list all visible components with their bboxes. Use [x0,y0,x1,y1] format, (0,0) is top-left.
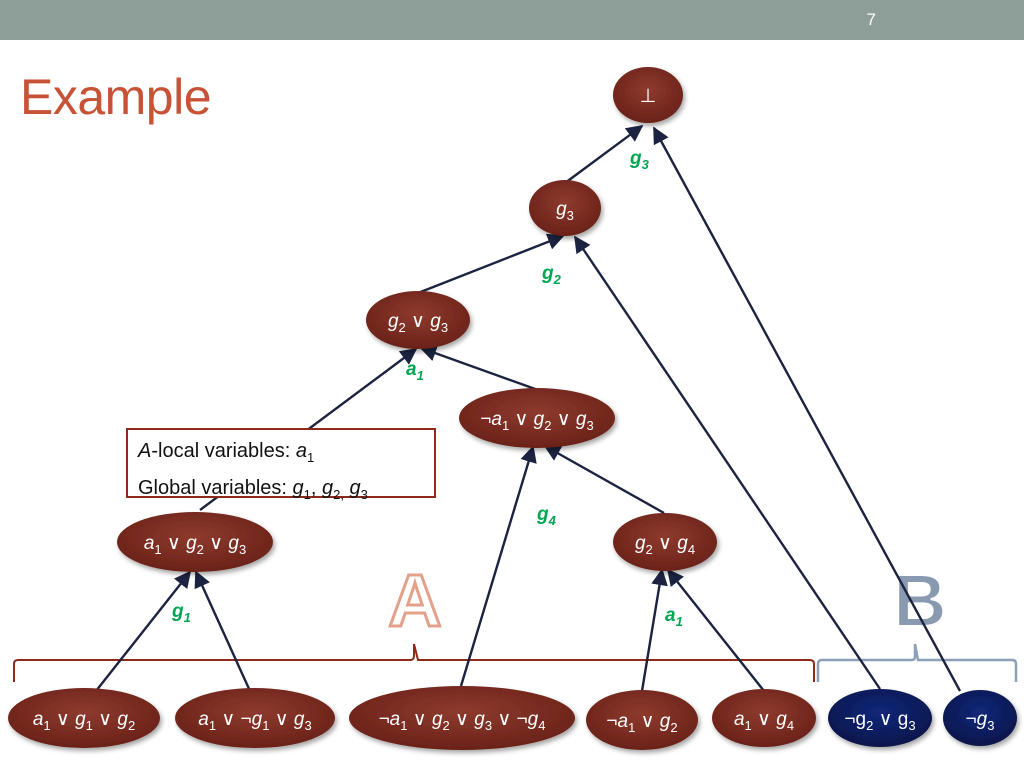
clause-a1-g4: a1 ∨ g4 [712,689,816,747]
edges [95,125,962,692]
edge-notg2g3-to-g3 [574,235,881,690]
edge-label-a1-bottom: a1 [665,605,683,629]
edge-g2g4-to-na1 [543,444,665,515]
variables-legend: A-local variables: a1 Global variables: … [126,428,436,502]
edge-label-a1-top: a1 [406,359,424,383]
node-na1-or-g2-or-g3: ¬a1 ∨ g2 ∨ g3 [459,388,615,448]
legend-global-line: Global variables: g1, g2, g3 [138,477,368,502]
edge-g3-to-bottom [564,125,644,184]
partition-label-a: A [388,559,441,642]
clause-ng3: ¬g3 [943,690,1017,746]
node-g3-label: g3 [556,199,574,223]
top-bar: 7 [0,0,1024,40]
edge-na1-to-g2g3 [419,345,539,392]
edge-c4-to-g2g4 [640,568,668,692]
node-g2-or-g4-label: g2 ∨ g4 [635,533,695,557]
clause-na1-g2-label: ¬a1 ∨ g2 [606,711,677,735]
clause-ng2-g3: ¬g2 ∨ g3 [828,689,932,747]
legend-local-line: A-local variables: a1 [138,440,315,465]
clause-na1-g2-g3-ng4-label: ¬a1 ∨ g2 ∨ g3 ∨ ¬g4 [379,709,546,733]
node-a1-or-g2-or-g3-label: a1 ∨ g2 ∨ g3 [144,533,246,557]
slide-number: 7 [866,10,876,29]
node-a1-or-g2-or-g3: a1 ∨ g2 ∨ g3 [117,512,273,572]
partition-label-b: B [893,559,946,642]
clause-a1-g1-g2: a1 ∨ g1 ∨ g2 [8,688,160,748]
slide-title: Example [20,69,212,125]
edge-c2-to-a1g2g3 [194,570,252,692]
node-g2-or-g3-label: g2 ∨ g3 [388,311,448,335]
node-bottom-label: ⊥ [640,86,657,107]
edge-notg3-to-bottom [652,126,962,692]
clause-a1-g4-label: a1 ∨ g4 [734,709,794,733]
node-na1-or-g2-or-g3-label: ¬a1 ∨ g2 ∨ g3 [480,409,593,433]
clause-ng3-label: ¬g3 [966,709,995,733]
node-g2-or-g4: g2 ∨ g4 [613,513,717,571]
node-g3: g3 [529,180,601,236]
partition-bracket-b [816,643,1018,682]
clause-ng2-g3-label: ¬g2 ∨ g3 [844,709,915,733]
edge-label-g1: g1 [171,601,191,625]
edge-label-g2: g2 [541,263,562,287]
clause-a1-ng1-g3-label: a1 ∨ ¬g1 ∨ g3 [198,709,311,733]
clause-na1-g2-g3-ng4: ¬a1 ∨ g2 ∨ g3 ∨ ¬g4 [349,686,575,750]
edge-c3-to-na1 [459,445,537,687]
partition-bracket-a [13,643,815,682]
node-g2-or-g3: g2 ∨ g3 [366,291,470,349]
edge-g2g3-to-g3 [417,233,565,295]
edge-c1-to-a1g2g3 [95,570,192,692]
clause-a1-ng1-g3: a1 ∨ ¬g1 ∨ g3 [175,688,335,748]
edge-label-g3: g3 [629,148,650,172]
edge-label-g4: g4 [536,504,557,528]
edge-c5-to-g2g4 [666,568,765,692]
clause-a1-g1-g2-label: a1 ∨ g1 ∨ g2 [33,709,135,733]
node-bottom: ⊥ [613,67,683,123]
clause-na1-g2: ¬a1 ∨ g2 [586,690,698,750]
